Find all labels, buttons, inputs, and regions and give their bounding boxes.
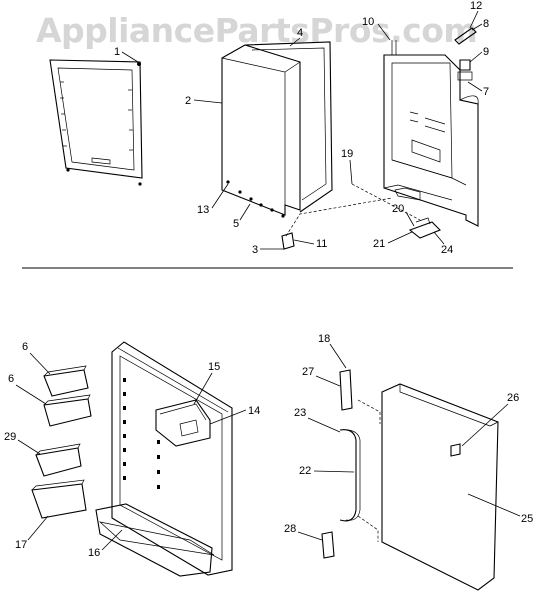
callout-10: 10 <box>362 16 374 28</box>
callout-14: 14 <box>248 405 260 417</box>
door-panel <box>221 44 301 216</box>
callout-6b: 6 <box>8 373 14 385</box>
callout-27: 27 <box>302 366 314 378</box>
door-handle <box>321 369 361 559</box>
callout-12: 12 <box>470 0 482 12</box>
callout-13: 13 <box>197 204 209 216</box>
door-bins <box>31 365 92 519</box>
callout-21: 21 <box>373 238 385 250</box>
callout-16: 16 <box>88 547 100 559</box>
door-bin-29 <box>35 443 82 477</box>
door-bin-6b <box>43 394 92 427</box>
top-hinge <box>391 27 477 81</box>
callout-19: 19 <box>341 148 353 160</box>
callout-25: 25 <box>521 513 533 525</box>
hinge-pin-path <box>285 197 393 237</box>
top-callouts: 1 2 3 4 5 7 8 9 10 11 12 13 19 20 21 24 <box>114 0 489 256</box>
watermark: AppliancePartsPros.com <box>36 11 477 50</box>
callout-4: 4 <box>297 27 303 39</box>
door-frame-trim <box>49 59 143 186</box>
door-bin-6a <box>43 365 89 397</box>
door-liner <box>95 341 233 577</box>
callout-9: 9 <box>483 46 489 58</box>
callout-5: 5 <box>233 218 239 230</box>
callout-18: 18 <box>318 333 330 345</box>
callout-6a: 6 <box>22 341 28 353</box>
hinge-bracket <box>281 232 295 250</box>
callout-2: 2 <box>185 95 191 107</box>
callout-22: 22 <box>299 465 311 477</box>
callout-11: 11 <box>316 238 327 250</box>
hinge-screws <box>226 180 285 218</box>
callout-17: 17 <box>15 539 27 551</box>
callout-3: 3 <box>252 244 258 256</box>
bottom-hinge <box>408 217 441 239</box>
callout-1: 1 <box>114 46 120 58</box>
callout-8: 8 <box>483 18 489 30</box>
door-gasket <box>244 41 333 213</box>
outer-door <box>381 383 499 591</box>
callout-26: 26 <box>507 392 519 404</box>
door-bin-17 <box>31 479 87 519</box>
callout-28: 28 <box>284 523 296 535</box>
bottom-callouts: 6 6 29 17 15 14 16 18 27 23 22 28 26 25 <box>4 333 533 559</box>
callout-24: 24 <box>441 244 453 256</box>
callout-29: 29 <box>4 431 16 443</box>
callout-7: 7 <box>483 86 489 98</box>
callout-15: 15 <box>208 361 220 373</box>
cabinet <box>383 54 479 227</box>
callout-23: 23 <box>294 407 306 419</box>
callout-20: 20 <box>392 203 404 215</box>
